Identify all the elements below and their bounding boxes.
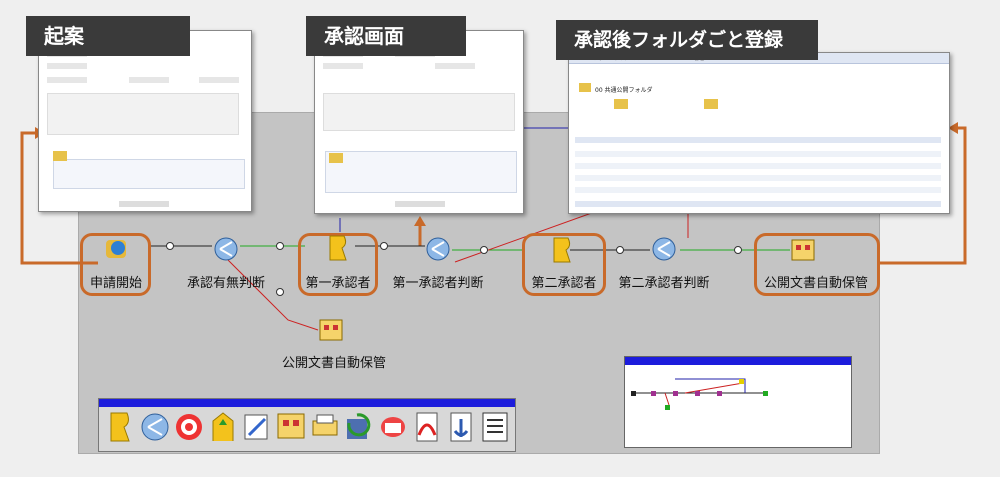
folder-icon [704, 99, 718, 109]
first-approver-node[interactable] [326, 234, 350, 262]
auto-store-node[interactable] [790, 238, 818, 264]
second-approver-node[interactable] [550, 236, 574, 264]
connector-dot [480, 246, 488, 254]
person-icon[interactable] [105, 411, 137, 443]
target-icon[interactable] [173, 411, 205, 443]
fork-icon[interactable] [207, 411, 239, 443]
judge-icon [426, 237, 450, 261]
printer-icon[interactable] [309, 411, 341, 443]
folder-icon [614, 99, 628, 109]
person-icon [329, 235, 347, 261]
minimap[interactable] [624, 356, 852, 448]
robot-icon[interactable] [275, 411, 307, 443]
label-register: 承認後フォルダごと登録 [556, 20, 818, 60]
connector-dot [276, 288, 284, 296]
start-highlight [80, 233, 151, 296]
list-icon[interactable] [479, 411, 511, 443]
auto-store-branch-label: 公開文書自動保管 [281, 356, 387, 371]
folder-icon [329, 153, 343, 163]
second-approver-highlight [522, 233, 606, 296]
start-icon [106, 240, 126, 258]
folder-icon [53, 151, 67, 161]
label-approval-screen: 承認画面 [306, 16, 466, 56]
first-approver-label: 第一承認者 [305, 276, 371, 291]
judge-approval-label: 承認有無判断 [186, 276, 266, 291]
draft-callout-arrow [20, 131, 98, 265]
approval-screenshot [314, 30, 524, 214]
judge-icon [214, 237, 238, 261]
auto-store-branch-node[interactable] [318, 318, 346, 344]
auto-store-highlight [754, 233, 880, 296]
judge-icon[interactable] [139, 411, 171, 443]
connector-dot [380, 242, 388, 250]
icon-palette [98, 398, 516, 452]
connector-dot [166, 242, 174, 250]
edit-icon[interactable] [241, 411, 273, 443]
second-approver-label: 第二承認者 [531, 276, 597, 291]
first-judge-label: 第一承認者判断 [392, 276, 484, 291]
folder-icon [579, 83, 591, 92]
label-draft: 起案 [26, 16, 190, 56]
second-judge-node[interactable] [650, 236, 678, 262]
auto-store-label: 公開文書自動保管 [763, 276, 869, 291]
draft-screenshot [38, 30, 252, 212]
register-callout-arrow [878, 126, 967, 265]
start-node[interactable] [104, 236, 132, 262]
person-icon [553, 237, 571, 263]
start-label: 申請開始 [89, 276, 143, 291]
first-approver-highlight [298, 233, 378, 296]
folder-title: 00 共通公開フォルダ [595, 87, 653, 94]
robot-icon [319, 319, 343, 341]
connector-dot [616, 246, 624, 254]
connector-dot [734, 246, 742, 254]
register-screenshot: ビジター・ライブ パーツル ツール 管理 00 共通公開フォルダ [568, 52, 950, 214]
first-judge-node[interactable] [424, 236, 452, 262]
judge-approval-node[interactable] [212, 236, 240, 262]
connector-dot [276, 242, 284, 250]
refresh-icon[interactable] [343, 411, 375, 443]
minimap-graph [631, 378, 768, 410]
pdf-icon[interactable] [411, 411, 443, 443]
robot-icon [791, 239, 815, 261]
judge-icon [652, 237, 676, 261]
mail-icon[interactable] [377, 411, 409, 443]
anchor-icon[interactable] [445, 411, 477, 443]
second-judge-label: 第二承認者判断 [618, 276, 710, 291]
